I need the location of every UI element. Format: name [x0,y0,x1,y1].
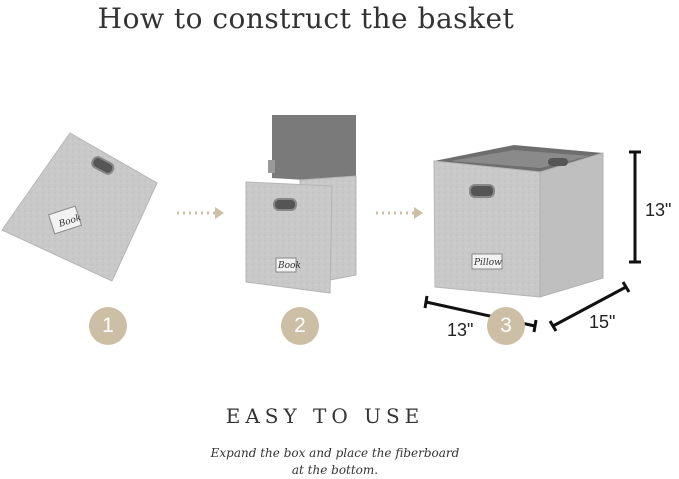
dimension-depth-line [548,281,631,332]
assembled-box-step3: Pillow [433,145,604,298]
handle-hole-2 [273,198,297,211]
handle-hole-3 [469,184,495,198]
arrow-2 [376,207,423,219]
unfolding-box-step2: Book [245,115,357,294]
description-line-1: Expand the box and place the fiberboard [210,446,460,460]
step-badge-1: 1 [89,307,127,345]
label-card-1 [47,205,83,235]
dimension-height-line [629,150,641,264]
description-line-2: at the bottom. [291,463,379,477]
dimension-depth: 15" [589,312,616,332]
label-card-2 [275,257,297,273]
page-title: How to construct the basket [97,2,515,35]
arrow-1 [177,207,224,219]
handle-hole-3-side [548,158,568,166]
dimension-height: 13" [645,200,672,220]
step-badge-2: 2 [281,307,319,345]
flat-box-step1: Book [1,132,158,282]
label-card-3 [471,253,503,270]
step-badge-3: 3 [487,307,525,345]
dimension-width: 13" [447,320,474,340]
section-heading: EASY TO USE [225,404,425,428]
handle-hole-1 [91,156,115,175]
label-text-3: Pillow [473,258,502,268]
label-text-2: Book [277,261,301,271]
description: Expand the box and place the fiberboard … [150,445,520,479]
